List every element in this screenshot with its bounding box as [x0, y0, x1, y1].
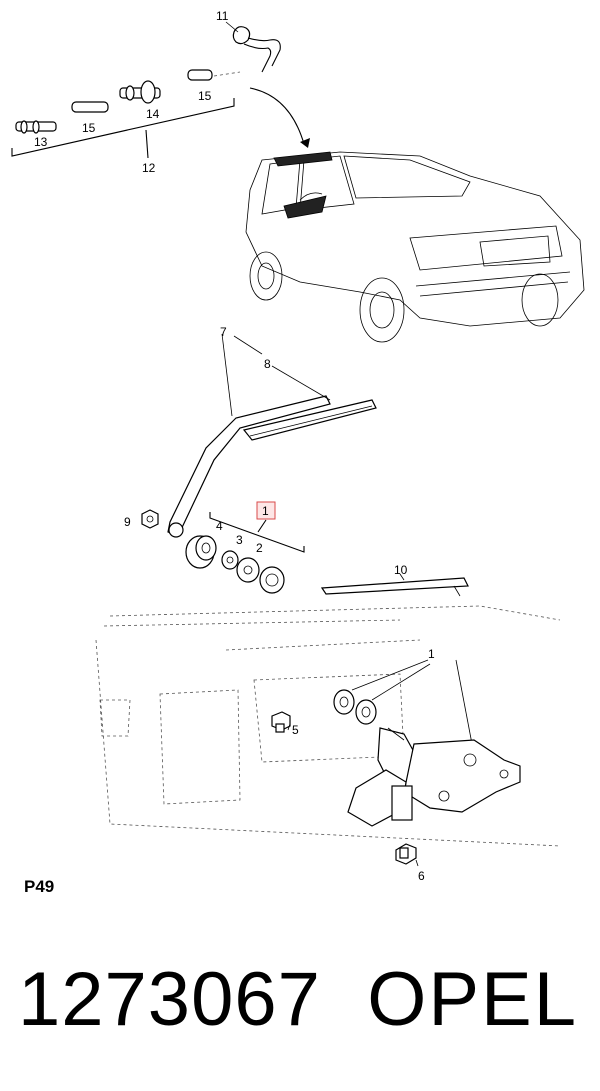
trim-strip-10: [320, 573, 469, 597]
callout-4: 4: [216, 519, 223, 533]
brand-name: OPEL: [367, 957, 578, 1042]
hose-connector-14: [119, 80, 161, 104]
callout-6: 6: [418, 869, 425, 883]
bolt-6: [395, 843, 419, 867]
tailgate-panel: [95, 605, 561, 847]
part-number: 1273067: [18, 957, 321, 1042]
bolt-5: [271, 711, 291, 733]
callout-10: 10: [394, 563, 408, 577]
wiper-blade-8: [242, 399, 377, 441]
washer-hose-group: [11, 21, 281, 159]
callout-5: 5: [292, 723, 299, 737]
group-bracket-12: [11, 98, 235, 157]
vehicle-illustration: [245, 151, 585, 343]
seal-1: [259, 566, 285, 594]
grommet-4: [185, 535, 217, 569]
callout-13: 13: [34, 135, 48, 149]
hose-segment-15-right: [187, 69, 213, 81]
washer-2: [236, 557, 260, 583]
callout-9: 9: [124, 515, 131, 529]
callout-1-top: 1: [262, 504, 269, 518]
callout-2: 2: [256, 541, 263, 555]
parts-diagram: 11 15 14 15 13 12 7 8 9 1 4 3 2 10 1 5 6: [11, 9, 585, 883]
wiper-motor: [347, 727, 521, 827]
hose-nozzle-13: [15, 120, 57, 134]
callout-12: 12: [142, 161, 156, 175]
nut-3: [221, 550, 239, 570]
wiper-arm-7: [167, 395, 331, 538]
callout-11: 11: [216, 9, 229, 23]
callout-15-right: 15: [198, 89, 212, 103]
seal-washer-pair-1: [333, 689, 377, 725]
callout-8: 8: [264, 357, 271, 371]
callout-15-left: 15: [82, 121, 96, 135]
callout-7: 7: [220, 325, 227, 339]
nut-9: [141, 509, 159, 529]
location-arrow: [249, 87, 305, 145]
seal-kit-group: [185, 501, 305, 594]
hose-elbow-cap-11: [232, 26, 281, 73]
callout-1-bottom: 1: [428, 647, 435, 661]
footer: 1273067 OPEL: [18, 955, 588, 1045]
page-code: P49: [24, 877, 55, 896]
callout-3: 3: [236, 533, 243, 547]
highlight-box-part-1: [256, 501, 276, 520]
hose-segment-15-left: [71, 101, 109, 113]
callout-14: 14: [146, 107, 160, 121]
